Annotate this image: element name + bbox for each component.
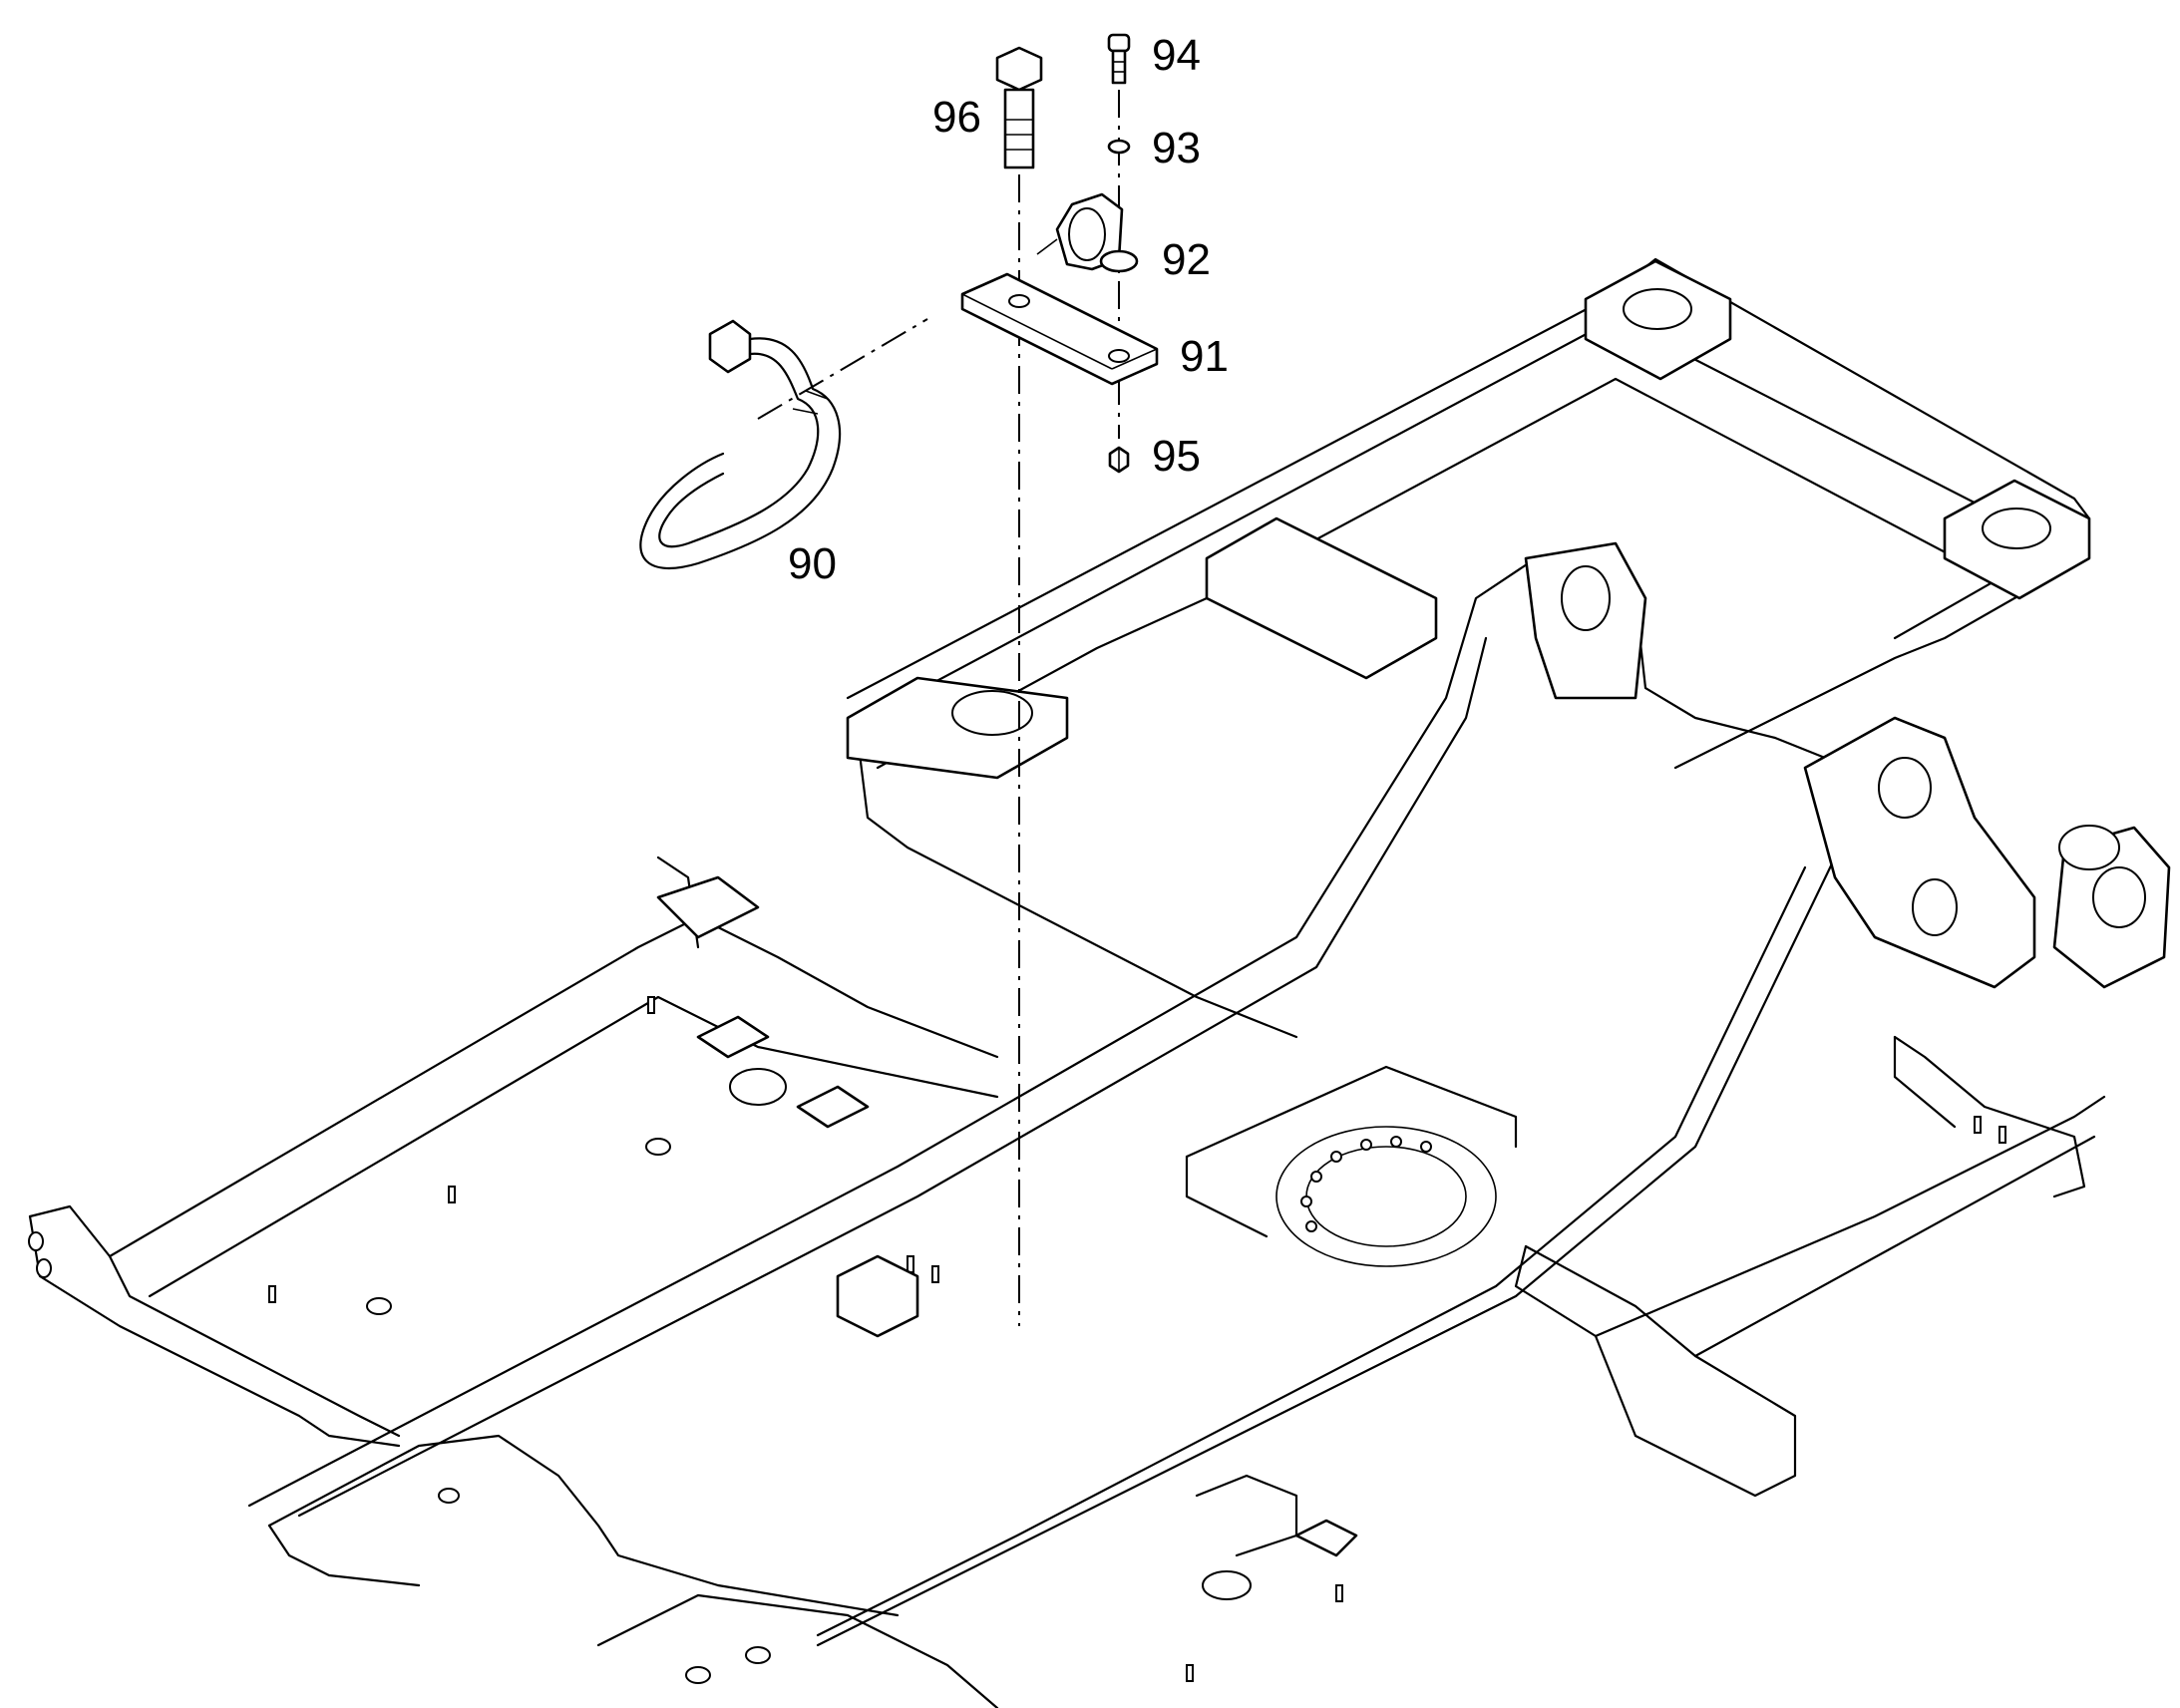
callout-90: 90 (788, 539, 837, 588)
part-91-plate (960, 272, 1159, 386)
exploded-parts (639, 33, 1159, 1326)
callout-92: 92 (1162, 235, 1211, 284)
part-90-hose (639, 319, 842, 570)
callout-labels: 94 93 96 92 91 95 90 (788, 31, 1229, 588)
chassis-frame (28, 257, 2171, 1708)
part-95-nut (1108, 446, 1130, 474)
assembly-line-90 (757, 318, 928, 420)
part-92-clamp (1036, 192, 1139, 273)
part-94-screw (1107, 33, 1131, 85)
callout-96: 96 (932, 93, 981, 142)
callout-91: 91 (1180, 332, 1229, 381)
part-96-hex-bolt (995, 46, 1043, 170)
part-93-washer (1107, 139, 1131, 155)
callout-94: 94 (1152, 31, 1201, 80)
callout-93: 93 (1152, 124, 1201, 172)
callout-95: 95 (1152, 432, 1201, 481)
